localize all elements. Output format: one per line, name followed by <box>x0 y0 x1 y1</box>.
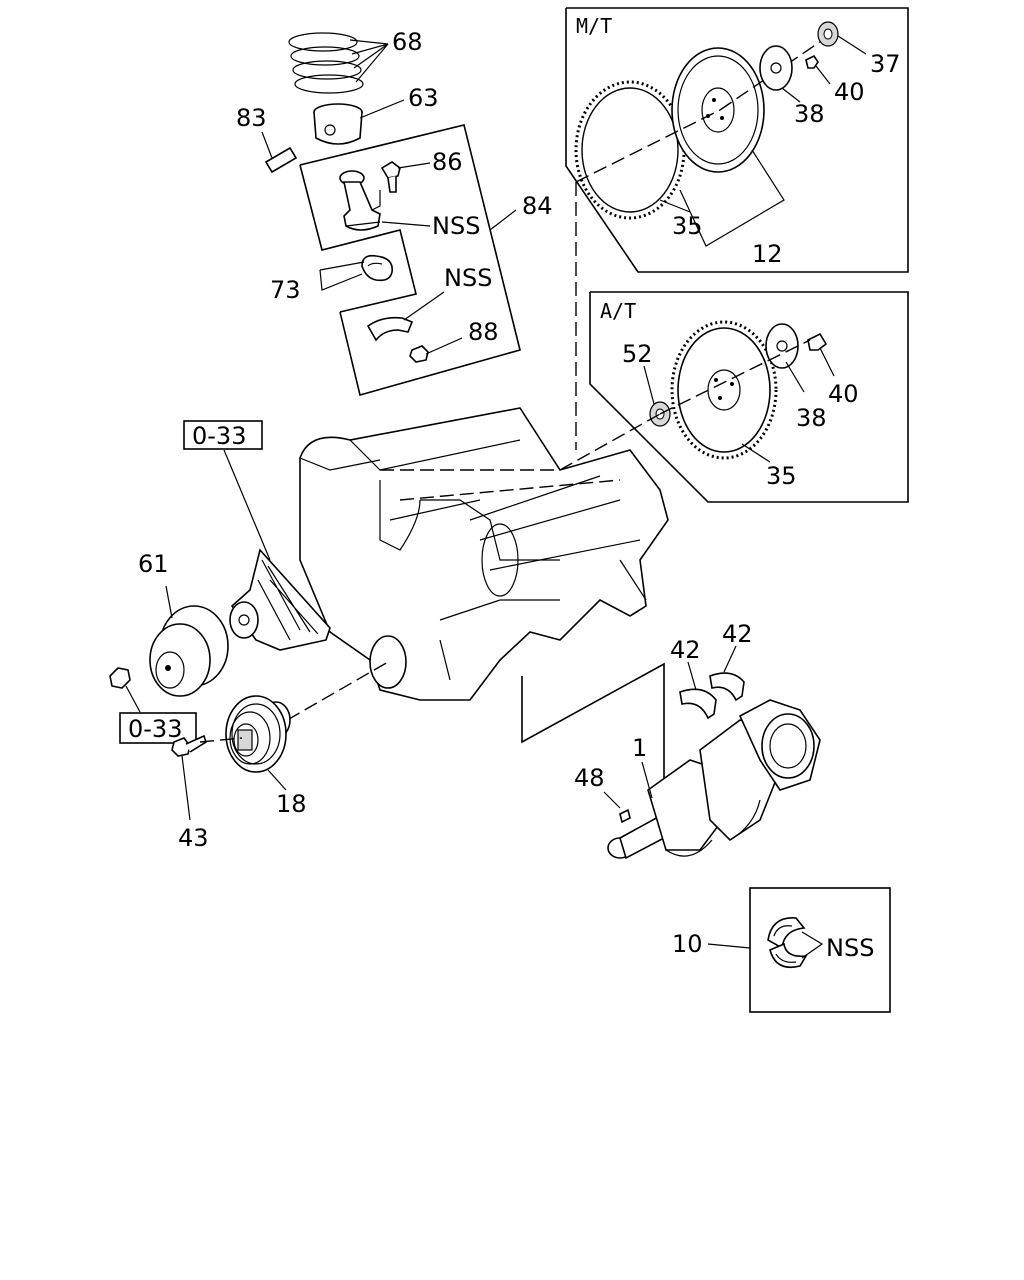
callout-63: 63 <box>408 84 439 112</box>
crank-key <box>603 791 631 824</box>
callout-42-b: 42 <box>722 620 753 648</box>
plate-mt <box>759 45 793 91</box>
crankshaft <box>607 699 821 860</box>
callout-1: 1 <box>632 734 647 762</box>
callout-35-mt: 35 <box>672 212 703 240</box>
callout-35-at: 35 <box>766 462 797 490</box>
pilot-bearing-mt <box>817 21 867 55</box>
flex-plate-at <box>670 320 778 460</box>
callout-40-mt: 40 <box>834 78 865 106</box>
rod-cap <box>366 291 463 363</box>
ref-label-bottom: 0-33 <box>128 715 182 743</box>
pulley-bracket <box>229 548 331 651</box>
rod-bearing <box>319 254 393 291</box>
rod-bolt <box>380 161 431 193</box>
thrust-washer-1 <box>679 661 717 720</box>
bolt-mt <box>805 54 831 85</box>
ref-box-top[interactable]: 0-33 <box>183 420 263 450</box>
bushing-at <box>643 365 671 427</box>
ref-box-bottom[interactable]: 0-33 <box>119 712 197 744</box>
ref-label-top: 0-33 <box>192 422 246 450</box>
bolt-at <box>807 332 835 377</box>
piston <box>313 99 405 145</box>
thrust-washer-2 <box>709 645 745 702</box>
flywheel-mt <box>671 47 765 173</box>
callout-48: 48 <box>574 764 605 792</box>
mt-box <box>565 7 909 273</box>
callout-nss-rod: NSS <box>432 212 480 240</box>
at-box-label: A/T <box>600 299 636 323</box>
callout-nss-cap: NSS <box>444 264 492 292</box>
piston-rings <box>288 32 389 94</box>
piston-pin <box>261 131 298 174</box>
callout-43: 43 <box>178 824 209 852</box>
connecting-rod <box>339 170 381 231</box>
idler-pulley <box>149 585 229 697</box>
at-box <box>589 291 909 503</box>
connecting-rod-kit-frame <box>299 124 521 396</box>
callout-88: 88 <box>468 318 499 346</box>
callout-38-mt: 38 <box>794 100 825 128</box>
callout-40-at: 40 <box>828 380 859 408</box>
callout-73: 73 <box>270 276 301 304</box>
callout-68: 68 <box>392 28 423 56</box>
callout-52: 52 <box>622 340 653 368</box>
callout-61: 61 <box>138 550 169 578</box>
callout-nss-bearing: NSS <box>826 934 874 962</box>
crank-pulley <box>225 695 291 791</box>
crank-bolt <box>171 734 207 821</box>
main-bearing-box <box>749 887 891 1013</box>
callout-86: 86 <box>432 148 463 176</box>
plate-at <box>765 323 805 393</box>
callout-42-a: 42 <box>670 636 701 664</box>
engine-block <box>299 407 669 701</box>
callout-12: 12 <box>752 240 783 268</box>
callout-83: 83 <box>236 104 267 132</box>
pulley-nut <box>109 667 141 713</box>
ring-gear-mt <box>574 80 686 220</box>
mt-box-label: M/T <box>576 14 612 38</box>
callout-18: 18 <box>276 790 307 818</box>
callout-37: 37 <box>870 50 901 78</box>
callout-84: 84 <box>522 192 553 220</box>
callout-38-at: 38 <box>796 404 827 432</box>
callout-10: 10 <box>672 930 703 958</box>
